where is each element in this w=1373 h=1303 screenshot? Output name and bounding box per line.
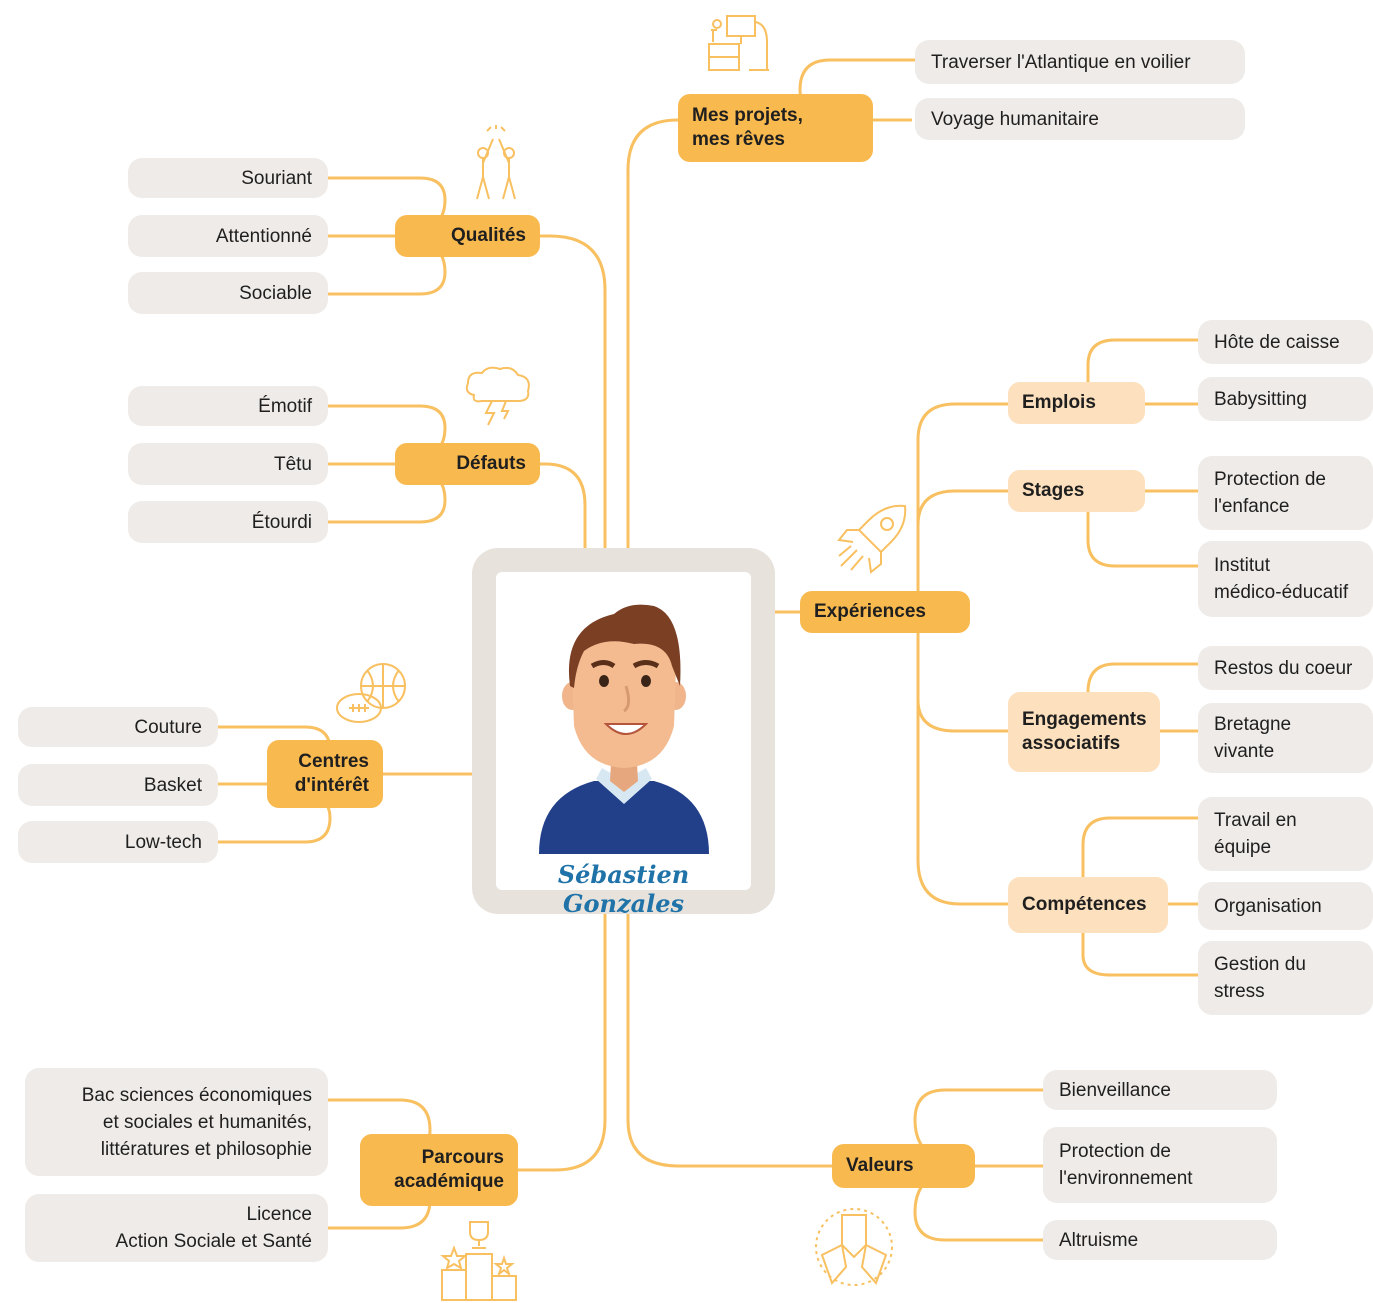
hub-experiences: Expériences xyxy=(800,591,970,633)
hub-projets: Mes projets, mes rêves xyxy=(678,94,873,162)
parcours-item-1-label: Bac sciences économiques et sociales et … xyxy=(81,1084,312,1160)
parcours-item-1: Bac sciences économiques et sociales et … xyxy=(25,1068,328,1176)
interet-item-1-label: Couture xyxy=(134,716,202,738)
podium-icon xyxy=(440,1221,517,1301)
defaut-item-1-label: Émotif xyxy=(258,395,312,417)
emploi-item-2: Babysitting xyxy=(1198,377,1373,421)
stage-item-1: Protection de l'enfance xyxy=(1198,456,1373,530)
qualite-item-1: Souriant xyxy=(128,158,328,198)
stage-item-2: Institut médico-éducatif xyxy=(1198,541,1373,617)
emploi-item-1-label: Hôte de caisse xyxy=(1214,331,1340,353)
qualite-item-3: Sociable xyxy=(128,272,328,314)
hub-defauts: Défauts xyxy=(395,443,540,485)
hub-interets: Centres d'intérêt xyxy=(267,740,383,808)
interet-item-3: Low-tech xyxy=(18,821,218,863)
projet-item-2-label: Voyage humanitaire xyxy=(931,108,1099,130)
emploi-item-1: Hôte de caisse xyxy=(1198,320,1373,364)
defaut-item-1: Émotif xyxy=(128,386,328,426)
hub-parcours: Parcours académique xyxy=(360,1134,518,1206)
projet-item-2: Voyage humanitaire xyxy=(915,98,1245,140)
competence-item-1: Travail en équipe xyxy=(1198,797,1373,871)
competence-item-2: Organisation xyxy=(1198,882,1373,930)
valeur-item-1-label: Bienveillance xyxy=(1059,1079,1171,1101)
sports-balls-icon xyxy=(336,663,406,723)
defaut-item-2: Têtu xyxy=(128,443,328,485)
valeur-item-2-label: Protection de l'environnement xyxy=(1059,1141,1193,1189)
subhub-emplois-label: Emplois xyxy=(1022,392,1096,413)
interet-item-2: Basket xyxy=(18,764,218,806)
subhub-competences-label: Compétences xyxy=(1022,894,1147,915)
desk-icon xyxy=(708,15,769,71)
hub-projets-label: Mes projets, mes rêves xyxy=(692,105,803,150)
profile-card: Sébastien Gonzales xyxy=(472,548,775,918)
defaut-item-3: Étourdi xyxy=(128,501,328,543)
hub-qualites-label: Qualités xyxy=(451,225,526,246)
rocket-icon xyxy=(837,504,907,574)
qualite-item-3-label: Sociable xyxy=(239,282,312,304)
hub-valeurs-label: Valeurs xyxy=(846,1155,914,1176)
interet-item-3-label: Low-tech xyxy=(124,831,202,853)
avatar xyxy=(539,604,709,854)
defaut-item-3-label: Étourdi xyxy=(251,511,312,533)
joined-hands-icon xyxy=(815,1208,893,1286)
person-name: Sébastien Gonzales xyxy=(557,860,690,918)
qualite-item-2: Attentionné xyxy=(128,215,328,257)
hub-interets-label: Centres d'intérêt xyxy=(294,751,369,796)
competence-item-2-label: Organisation xyxy=(1214,895,1322,917)
competence-item-3-label: Gestion du stress xyxy=(1214,954,1306,1002)
parcours-item-2: Licence Action Sociale et Santé xyxy=(25,1194,328,1262)
valeur-item-3-label: Altruisme xyxy=(1059,1229,1139,1251)
subhub-engagements-label: Engagements associatifs xyxy=(1022,709,1147,754)
valeur-item-3: Altruisme xyxy=(1043,1220,1277,1260)
valeur-item-2: Protection de l'environnement xyxy=(1043,1127,1277,1203)
subhub-stages: Stages xyxy=(1008,470,1145,512)
projet-item-1: Traverser l'Atlantique en voilier xyxy=(915,40,1245,84)
parcours-item-2-label: Licence Action Sociale et Santé xyxy=(115,1204,312,1252)
hub-experiences-label: Expériences xyxy=(814,601,926,622)
subhub-emplois: Emplois xyxy=(1008,382,1145,424)
qualite-item-1-label: Souriant xyxy=(241,167,312,189)
projet-item-1-label: Traverser l'Atlantique en voilier xyxy=(931,51,1191,73)
subhub-competences: Compétences xyxy=(1008,877,1168,933)
subhub-stages-label: Stages xyxy=(1022,480,1085,501)
valeur-item-1: Bienveillance xyxy=(1043,1070,1277,1110)
stage-item-2-label: Institut médico-éducatif xyxy=(1214,555,1349,603)
hub-qualites: Qualités xyxy=(395,215,540,257)
subhub-engagements: Engagements associatifs xyxy=(1008,692,1160,772)
engagement-item-2: Bretagne vivante xyxy=(1198,703,1373,773)
hub-defauts-label: Défauts xyxy=(456,453,526,474)
hub-parcours-label: Parcours académique xyxy=(394,1147,504,1192)
engagement-item-1: Restos du coeur xyxy=(1198,646,1373,690)
high-five-icon xyxy=(476,125,516,200)
interet-item-1: Couture xyxy=(18,707,218,747)
competence-item-3: Gestion du stress xyxy=(1198,941,1373,1015)
engagement-item-1-label: Restos du coeur xyxy=(1214,657,1353,679)
interet-item-2-label: Basket xyxy=(143,774,202,796)
competence-item-1-label: Travail en équipe xyxy=(1214,810,1297,858)
hub-valeurs: Valeurs xyxy=(832,1144,975,1188)
storm-brain-icon xyxy=(465,366,530,426)
emploi-item-2-label: Babysitting xyxy=(1214,388,1307,410)
qualite-item-2-label: Attentionné xyxy=(215,225,312,247)
stage-item-1-label: Protection de l'enfance xyxy=(1214,469,1326,517)
profile-card-inner: Sébastien Gonzales xyxy=(496,572,751,918)
engagement-item-2-label: Bretagne vivante xyxy=(1214,714,1292,762)
defaut-item-2-label: Têtu xyxy=(273,453,312,475)
